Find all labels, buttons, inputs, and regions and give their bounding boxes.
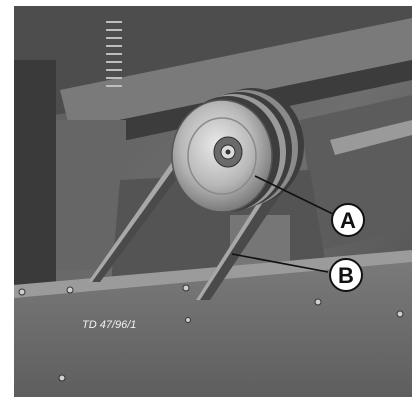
photo-id: TD 47/96/1 bbox=[82, 319, 136, 331]
pulley bbox=[171, 88, 304, 213]
belt-right-run-edge bbox=[196, 180, 276, 300]
spring bbox=[106, 21, 122, 87]
photo-area: A B TD 47/96/1 bbox=[14, 6, 412, 397]
callout-a: A bbox=[331, 203, 365, 237]
belt-left-run-edge bbox=[88, 142, 190, 282]
callout-b-label: B bbox=[338, 263, 354, 288]
callout-a-label: A bbox=[340, 208, 356, 233]
callout-b: B bbox=[329, 258, 363, 292]
leader-line-b bbox=[231, 253, 329, 273]
diagonal-beam bbox=[60, 18, 412, 130]
left-frame-post bbox=[14, 60, 56, 290]
right-rail-highlight bbox=[330, 120, 412, 155]
bolts bbox=[18, 284, 404, 382]
leader-line-a bbox=[254, 175, 334, 215]
